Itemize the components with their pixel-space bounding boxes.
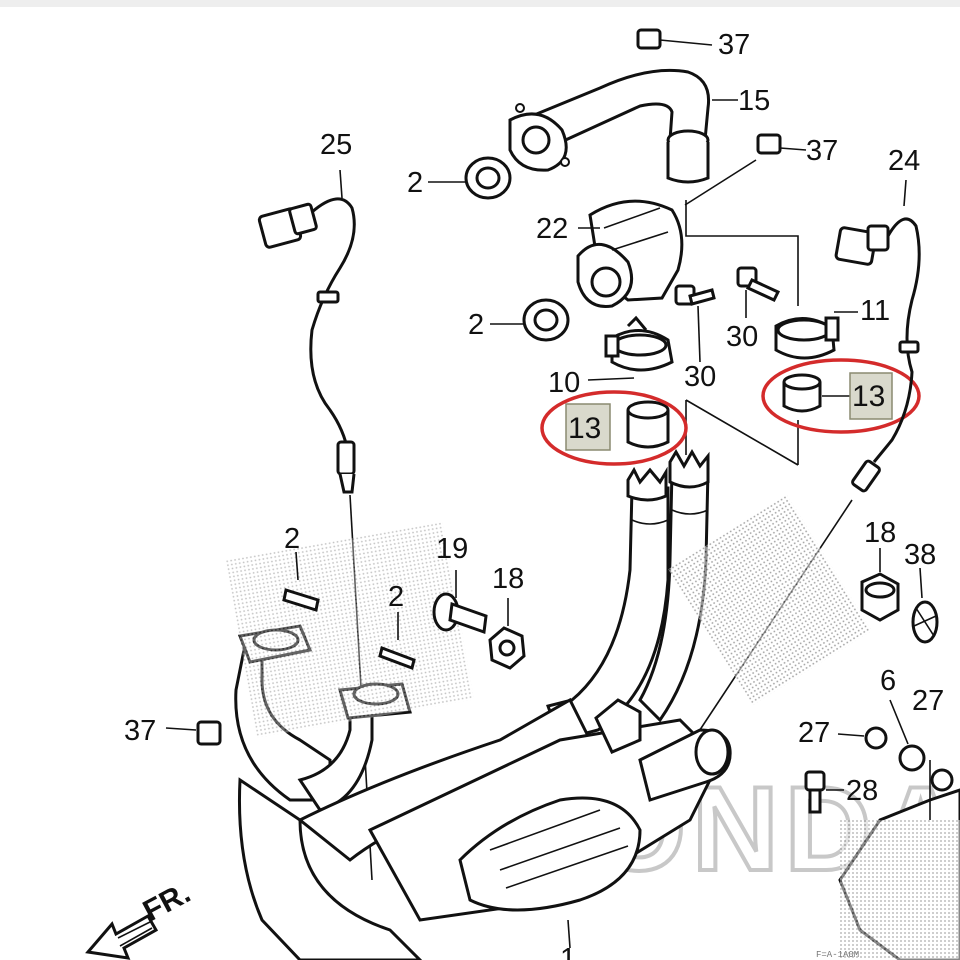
bolt-37-right[interactable]: [756, 133, 807, 155]
part-13-label-box-left: [565, 403, 611, 451]
highlight-circle-left: [540, 390, 688, 466]
label-11: 11: [860, 295, 890, 327]
label-19: 19: [436, 533, 468, 565]
gasket-2-upper[interactable]: [428, 156, 512, 200]
gasket-2-mid[interactable]: [490, 298, 570, 342]
label-24: 24: [888, 145, 920, 177]
exhaust-header-pipes[interactable]: [226, 522, 592, 960]
label-27-left: 27: [798, 717, 830, 749]
label-10: 10: [548, 367, 580, 399]
bolt-28[interactable]: [804, 770, 844, 814]
label-28: 28: [846, 775, 878, 807]
nut-27-left[interactable]: [837, 726, 888, 750]
clamp-11[interactable]: [774, 311, 858, 360]
bolt-30-left[interactable]: [674, 284, 716, 363]
label-2-upper: 2: [407, 167, 423, 199]
label-2-left-a: 2: [284, 523, 300, 555]
exhaust-middle-pipes[interactable]: [546, 448, 872, 742]
front-direction-arrow: [85, 913, 159, 960]
nut-18-left[interactable]: [488, 598, 526, 670]
gasket-13-right[interactable]: [782, 373, 850, 413]
label-37-top: 37: [718, 29, 750, 61]
nut-18-right[interactable]: [860, 548, 900, 622]
label-37-left: 37: [124, 715, 156, 747]
gasket-13-left[interactable]: [626, 400, 670, 449]
diagram-code: F=A-1A0M: [816, 950, 859, 960]
label-18-right: 18: [864, 517, 896, 549]
label-13-right: 13: [852, 380, 885, 413]
stud-bolt-19[interactable]: [432, 570, 488, 635]
label-25: 25: [320, 129, 352, 161]
leader-bracket-top: [685, 200, 799, 306]
highlight-circle-right: [761, 358, 921, 434]
clamp-10[interactable]: [587, 315, 674, 381]
bolt-37-top[interactable]: [636, 28, 713, 50]
label-30-left: 30: [684, 361, 716, 393]
label-18-left: 18: [492, 563, 524, 595]
washer-38[interactable]: [911, 567, 939, 644]
label-22: 22: [536, 213, 568, 245]
label-2-mid: 2: [468, 309, 484, 341]
exhaust-chamber-22[interactable]: [576, 159, 757, 308]
label-38: 38: [904, 539, 936, 571]
label-2-left-b: 2: [388, 581, 404, 613]
gasket-2-left-a[interactable]: [282, 551, 320, 612]
label-15: 15: [738, 85, 770, 117]
gasket-2-left-b[interactable]: [378, 612, 416, 670]
collar-6[interactable]: [889, 699, 926, 772]
muffler-bracket[interactable]: [838, 760, 960, 960]
part-13-label-box-right: [849, 372, 893, 420]
exhaust-muffler-1[interactable]: [367, 698, 732, 949]
bolt-37-left[interactable]: [165, 720, 222, 746]
label-1: 1: [560, 943, 576, 960]
exhaust-joint-pipe-15[interactable]: [508, 68, 711, 184]
bolt-30-right[interactable]: [736, 266, 781, 318]
leader-bracket-bottom: [685, 399, 799, 466]
label-30-right: 30: [726, 321, 758, 353]
top-border: [0, 0, 960, 7]
label-6: 6: [880, 665, 896, 697]
label-13-left: 13: [568, 412, 601, 445]
label-27-right: 27: [912, 685, 944, 717]
label-37-right: 37: [806, 135, 838, 167]
o2-sensor-25[interactable]: [257, 169, 373, 881]
